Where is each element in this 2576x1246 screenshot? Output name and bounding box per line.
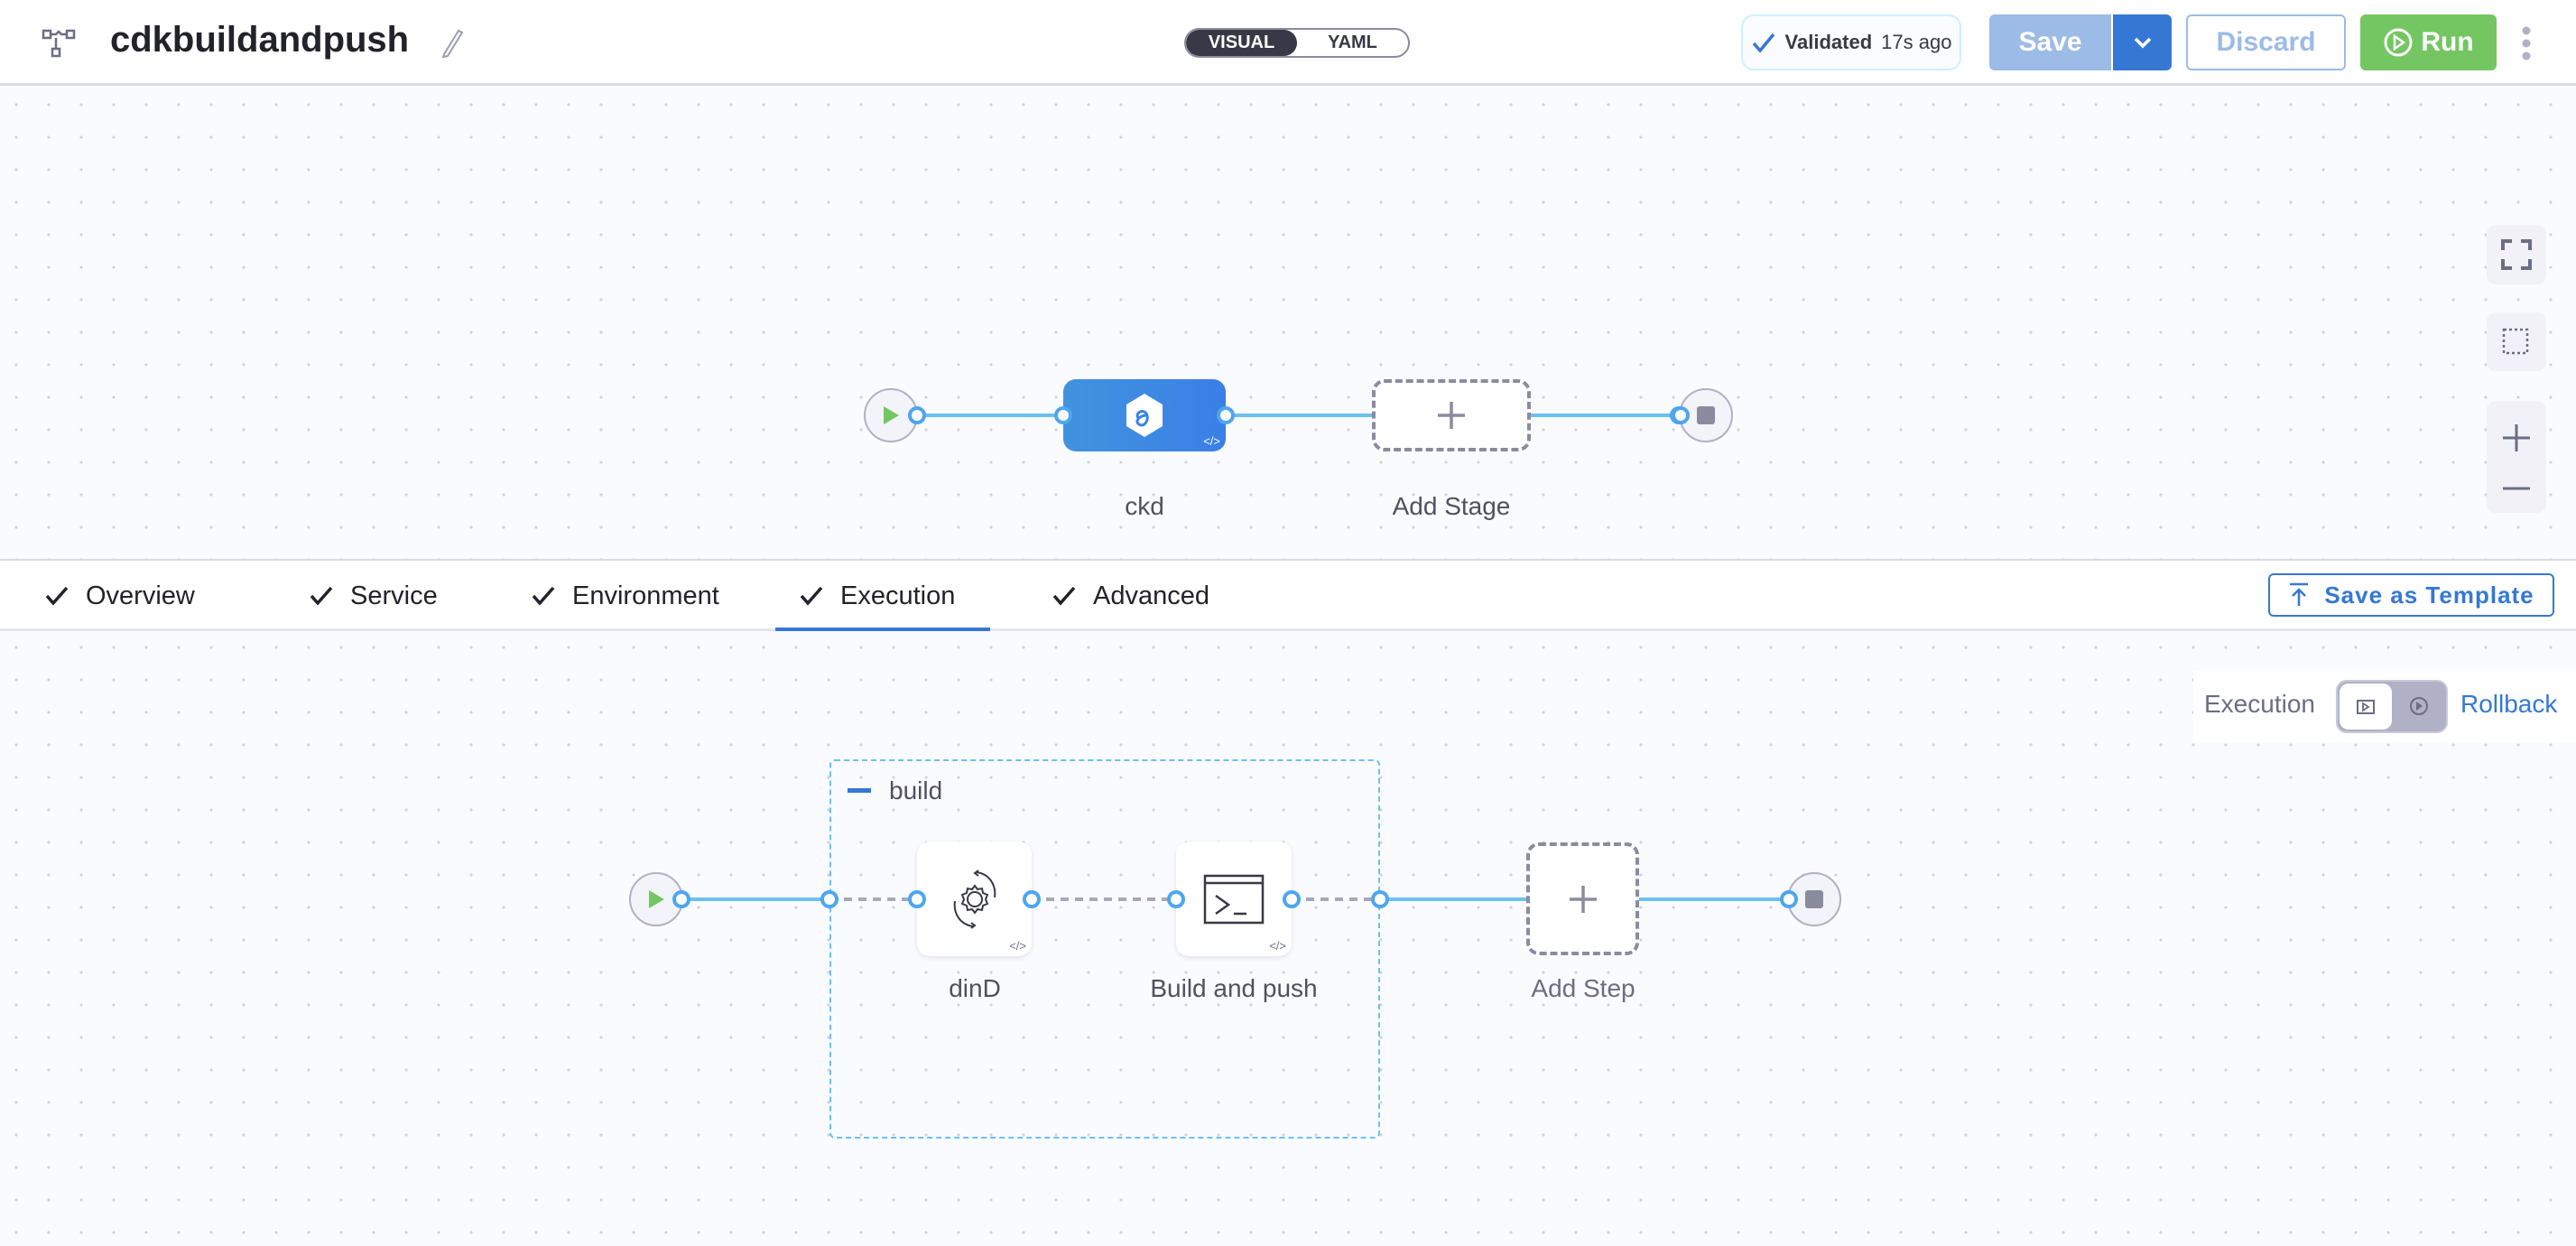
step-label: Build and push [1150,974,1318,1002]
tab-label: Execution [840,581,956,610]
terminal-icon [1203,874,1265,924]
tab-overview[interactable]: Overview [44,561,195,631]
port [1217,406,1235,424]
fullscreen-icon [2501,239,2532,270]
chevron-down-icon [2134,37,2151,49]
run-label: Run [2421,27,2474,57]
execution-rollback-toggle[interactable] [2336,680,2448,733]
save-template-label: Save as Template [2324,581,2534,609]
tab-environment[interactable]: Environment [531,561,719,631]
save-as-template-button[interactable]: Save as Template [2268,573,2554,617]
pipeline-icon [42,29,76,58]
zoom-controls [2487,401,2546,513]
port [1672,406,1690,424]
add-stage-button[interactable] [1372,379,1531,451]
yaml-toggle[interactable]: YAML [1328,33,1377,52]
add-stage-label: Add Stage [1392,492,1511,520]
step-node-dind[interactable]: </> [917,842,1032,956]
port [672,890,690,908]
fullscreen-button[interactable] [2487,225,2546,284]
validation-status[interactable]: Validated 17s ago [1741,14,1961,70]
tab-service[interactable]: Service [309,561,438,631]
stop-icon [1805,890,1823,908]
rollback-icon[interactable] [2408,695,2432,717]
port [1780,890,1798,908]
port [1283,890,1301,908]
stage-canvas[interactable] [0,88,2576,559]
tab-label: Service [350,581,438,610]
edit-pencil-icon[interactable] [439,27,466,58]
tab-label: Advanced [1093,581,1209,610]
plus-icon [1438,402,1465,429]
check-icon [1052,586,1076,606]
active-tab-indicator [775,628,990,631]
gear-sync-icon [953,869,996,929]
execution-icon [2357,699,2375,714]
code-icon: </> [1009,939,1026,953]
rollback-link[interactable]: Rollback [2460,690,2558,718]
tab-execution[interactable]: Execution [799,561,955,631]
step-label: dinD [949,974,1001,1002]
port [908,890,926,908]
discard-button[interactable]: Discard [2186,14,2346,70]
add-step-button[interactable] [1526,842,1639,955]
save-dropdown-button[interactable] [2111,14,2172,70]
more-options-icon[interactable] [2520,25,2533,61]
port [1023,890,1041,908]
port [1371,890,1389,908]
plus-icon [1569,885,1597,913]
code-icon: </> [1269,939,1286,953]
upload-icon [2290,582,2309,606]
check-icon [45,586,69,606]
check-icon [1752,33,1774,53]
step-node-build-and-push[interactable]: </> [1176,842,1292,956]
code-icon: </> [1203,434,1220,448]
header: cdkbuildandpush VISUAL YAML Validated 17… [0,0,2576,86]
group-name: build [889,776,943,804]
stage-connectors [917,414,1679,417]
port [1167,890,1185,908]
visual-toggle[interactable]: VISUAL [1186,30,1297,56]
collapse-icon[interactable] [848,788,871,793]
execution-view-option[interactable] [2340,683,2392,730]
pipeline-title: cdkbuildandpush [110,20,410,60]
deployment-stage-icon [1126,394,1163,437]
tab-label: Environment [572,581,719,610]
selection-icon [2502,328,2529,354]
play-icon [884,406,899,424]
validated-time: 17s ago [1881,31,1952,53]
view-toggle[interactable]: VISUAL YAML [1184,28,1410,58]
port [820,890,839,908]
port [908,406,926,424]
zoom-in-icon[interactable] [2501,423,2532,453]
zoom-out-icon[interactable] [2501,486,2532,491]
stage-label: ckd [1125,492,1164,520]
add-step-label: Add Step [1531,974,1635,1002]
check-icon [800,586,823,606]
tab-advanced[interactable]: Advanced [1052,561,1209,631]
check-icon [310,586,333,606]
play-icon [649,890,664,908]
select-area-button[interactable] [2487,312,2546,371]
execution-mode-label: Execution [2204,690,2315,718]
play-circle-icon [2384,28,2413,57]
run-button[interactable]: Run [2360,14,2497,70]
save-button[interactable]: Save [1989,14,2111,70]
tab-label: Overview [86,581,195,610]
port [1054,406,1072,424]
stop-icon [1697,406,1715,424]
step-group-build[interactable] [829,759,1380,1139]
stage-node-ckd[interactable]: </> [1063,379,1226,451]
validated-label: Validated [1784,31,1873,53]
check-icon [532,586,555,606]
stage-tabs: Overview Service Environment Execution A… [0,559,2576,631]
